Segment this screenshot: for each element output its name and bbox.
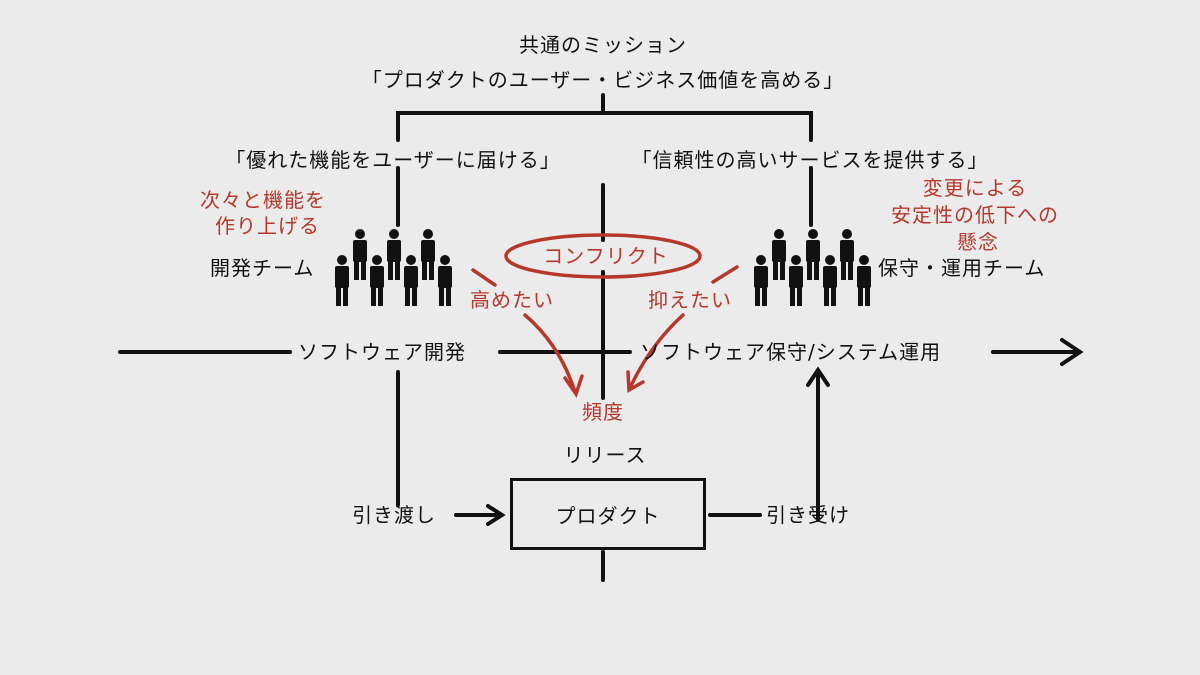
- frequency-label: 頻度: [582, 400, 624, 424]
- dev-phase-label: ソフトウェア開発: [298, 340, 466, 364]
- ops-note-line-2: 安定性の低下への: [891, 203, 1059, 227]
- ops-note-line-1: 変更による: [922, 176, 1028, 200]
- ops-team-label: 保守・運用チーム: [878, 256, 1046, 280]
- suppress-arrow: [626, 313, 685, 393]
- mission-branch: [396, 111, 813, 142]
- conflict-ellipse: [504, 233, 702, 279]
- takeover-label: 引き受け: [766, 503, 850, 527]
- dev-team-people-icon: [335, 229, 452, 306]
- handoff-label: 引き渡し: [352, 503, 436, 527]
- dev-goal: 「優れた機能をユーザーに届ける」: [225, 148, 561, 172]
- dev-pressure-dash: [471, 268, 497, 287]
- ops-want-label: 抑えたい: [648, 288, 732, 312]
- dev-team-label: 開発チーム: [210, 256, 315, 280]
- mission-heading: 共通のミッション: [519, 33, 687, 57]
- ops-note-line-3: 懸念: [957, 230, 999, 254]
- release-label: リリース: [563, 443, 647, 467]
- raise-arrow: [523, 313, 584, 398]
- ops-phase-label: ソフトウェア保守/システム運用: [640, 340, 942, 364]
- product-label: プロダクト: [555, 503, 661, 528]
- takeover-arrow: [806, 366, 830, 522]
- dev-note-line-1: 次々と機能を: [200, 188, 326, 212]
- dev-note-line-2: 作り上げる: [215, 214, 320, 238]
- product-box: プロダクト: [510, 478, 706, 550]
- timeline-arrowhead-icon: [1060, 338, 1084, 366]
- dev-want-label: 高めたい: [470, 288, 554, 312]
- handoff-arrow: [454, 504, 506, 526]
- ops-goal: 「信頼性の高いサービスを提供する」: [631, 148, 989, 172]
- ops-team-people-icon: [754, 229, 871, 306]
- mission-statement: 「プロダクトのユーザー・ビジネス価値を高める」: [361, 68, 845, 92]
- ops-pressure-dash: [711, 265, 739, 284]
- conflict-label: コンフリクト: [543, 244, 669, 268]
